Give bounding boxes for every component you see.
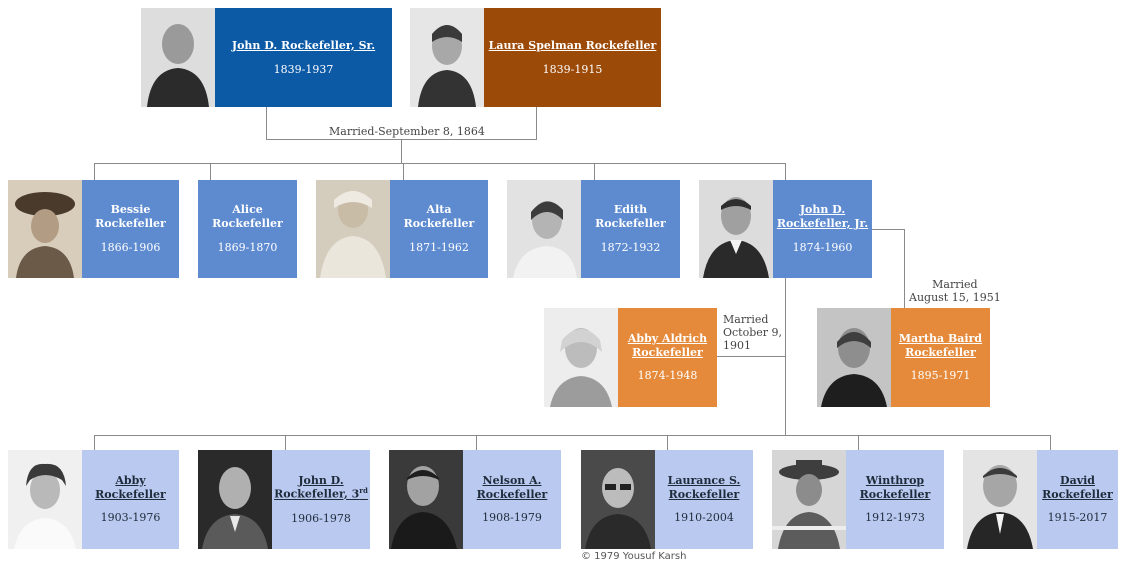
person-years: 1866-1906 bbox=[100, 240, 161, 254]
person-name-link[interactable]: John D. Rockefeller, Sr. bbox=[231, 38, 376, 52]
connector-line bbox=[904, 229, 905, 308]
connector-line bbox=[1050, 435, 1051, 450]
portrait-photo-icon bbox=[963, 450, 1037, 549]
marriage-label: Married-September 8, 1864 bbox=[327, 125, 487, 139]
connector-line bbox=[266, 106, 267, 140]
connector-line bbox=[94, 435, 95, 450]
person-years: 1912-1973 bbox=[865, 511, 925, 525]
person-years: 1915-2017 bbox=[1047, 511, 1108, 525]
card-john-d-rockefeller-3rd: John D.Rockefeller, 3rd 1906-1978 bbox=[198, 450, 370, 549]
person-years: 1839-1937 bbox=[273, 62, 334, 76]
person-name-link[interactable]: Nelson A.Rockefeller bbox=[476, 473, 548, 501]
portrait-photo-icon bbox=[699, 180, 773, 278]
portrait-photo-icon bbox=[772, 450, 846, 549]
portrait-photo-icon bbox=[8, 180, 82, 278]
connector-line bbox=[667, 435, 668, 450]
connector-line bbox=[285, 435, 286, 450]
connector-line bbox=[401, 139, 402, 164]
connector-line bbox=[594, 163, 595, 180]
connector-line bbox=[785, 278, 786, 436]
portrait-photo-icon bbox=[8, 450, 82, 549]
person-years: 1839-1915 bbox=[542, 62, 603, 76]
person-name-link[interactable]: Laurance S.Rockefeller bbox=[667, 473, 741, 501]
connector-line bbox=[94, 163, 786, 164]
card-laura-spelman-rockefeller: Laura Spelman Rockefeller 1839-1915 bbox=[410, 8, 661, 107]
person-years: 1871-1962 bbox=[409, 240, 469, 254]
person-years: 1895-1971 bbox=[910, 369, 971, 383]
portrait-photo-icon bbox=[544, 308, 618, 407]
portrait-photo-icon bbox=[410, 8, 484, 107]
person-years: 1908-1979 bbox=[482, 511, 542, 525]
connector-line bbox=[717, 356, 786, 357]
person-years: 1874-1948 bbox=[637, 369, 698, 383]
person-years: 1872-1932 bbox=[600, 240, 661, 254]
connector-line bbox=[210, 163, 211, 180]
connector-line bbox=[94, 163, 95, 180]
portrait-photo-icon bbox=[389, 450, 463, 549]
connector-line bbox=[403, 163, 404, 180]
connector-line bbox=[94, 435, 1051, 436]
person-years: 1910-2004 bbox=[674, 511, 734, 525]
portrait-photo-icon bbox=[817, 308, 891, 407]
photo-credit: © 1979 Yousuf Karsh bbox=[581, 551, 687, 562]
connector-line bbox=[785, 163, 786, 180]
person-name-link[interactable]: John D.Rockefeller, Jr. bbox=[776, 203, 869, 231]
portrait-photo-icon bbox=[507, 180, 581, 278]
person-years: 1874-1960 bbox=[792, 240, 853, 254]
person-years: 1869-1870 bbox=[217, 240, 278, 254]
card-john-d-rockefeller-jr: John D.Rockefeller, Jr. 1874-1960 bbox=[699, 180, 872, 278]
connector-line bbox=[536, 106, 537, 140]
portrait-photo-icon bbox=[581, 450, 655, 549]
card-laurance-s-rockefeller: Laurance S.Rockefeller 1910-2004 bbox=[581, 450, 753, 549]
card-nelson-a-rockefeller: Nelson A.Rockefeller 1908-1979 bbox=[389, 450, 561, 549]
person-years: 1906-1978 bbox=[291, 511, 351, 525]
person-name-link[interactable]: John D.Rockefeller, 3rd bbox=[274, 473, 368, 501]
card-john-d-rockefeller-sr: John D. Rockefeller, Sr. 1839-1937 bbox=[141, 8, 392, 107]
connector-line bbox=[872, 229, 904, 230]
portrait-photo-icon bbox=[198, 450, 272, 549]
portrait-photo-icon bbox=[316, 180, 390, 278]
person-name-link[interactable]: Laura Spelman Rockefeller bbox=[488, 38, 657, 52]
connector-line bbox=[476, 435, 477, 450]
portrait-photo-icon bbox=[141, 8, 215, 107]
person-years: 1903-1976 bbox=[100, 511, 161, 525]
connector-line bbox=[858, 435, 859, 450]
